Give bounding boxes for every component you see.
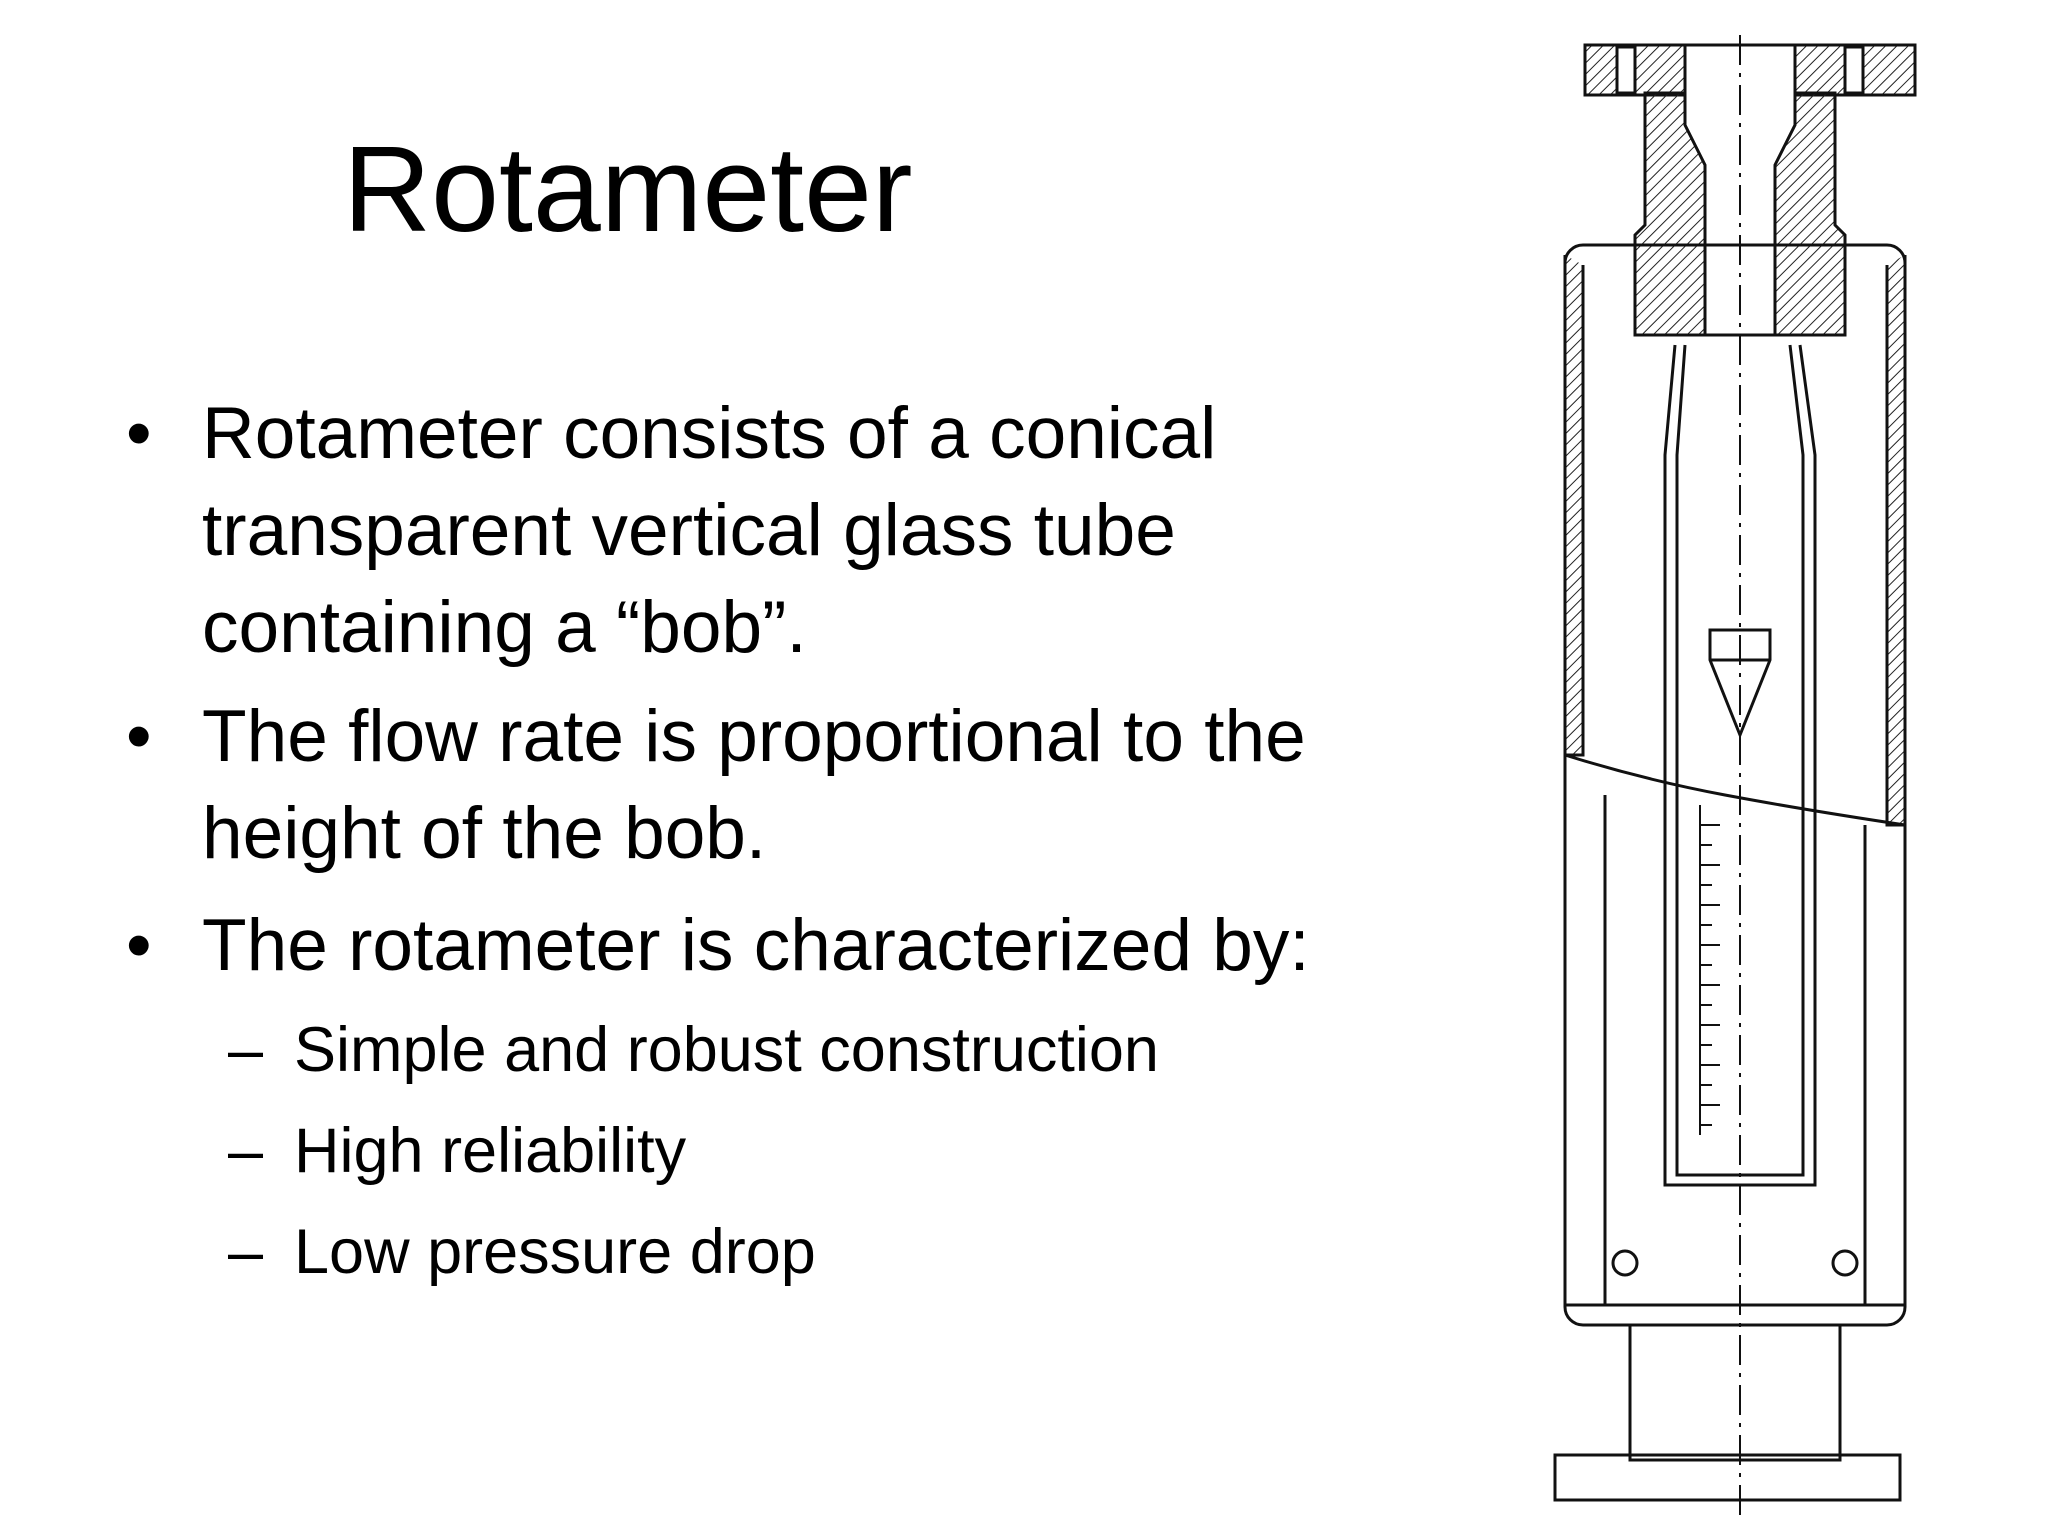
bolt	[1831, 1249, 1859, 1277]
bullet-marker: •	[126, 905, 152, 986]
bullet-marker: •	[126, 393, 152, 474]
section-break-line	[1564, 753, 1906, 827]
sub-bullet-text: Low pressure drop	[294, 1217, 816, 1287]
bolt	[1611, 1249, 1639, 1277]
rotameter-cross-section-drawing	[1553, 35, 1917, 1515]
housing	[1563, 243, 1907, 1327]
bullet-text: The rotameter is characterized by:	[202, 905, 1310, 986]
sub-bullet-marker: –	[228, 1116, 264, 1186]
sub-bullet-text: High reliability	[294, 1116, 687, 1186]
bullet-text: The flow rate is proportional to the hei…	[202, 696, 1306, 874]
sub-bullet-text: Simple and robust construction	[294, 1015, 1159, 1085]
sub-bullet-marker: –	[228, 1217, 264, 1287]
scale	[1699, 805, 1720, 1135]
bullet-marker: •	[126, 696, 152, 777]
slide-title: Rotameter	[343, 121, 913, 257]
outlet-pipe	[1628, 1323, 1842, 1462]
bob	[1708, 628, 1772, 740]
sub-bullet-marker: –	[228, 1015, 264, 1085]
bullet-text: Rotameter consists of a conical transpar…	[202, 393, 1217, 668]
bottom-flange	[1553, 1453, 1902, 1502]
